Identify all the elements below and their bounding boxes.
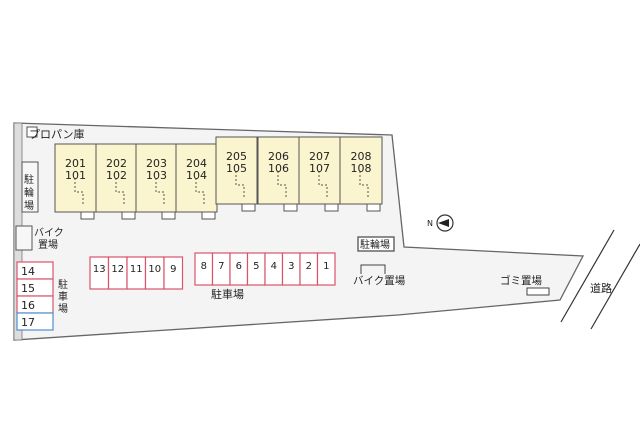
road-line-2: [590, 243, 640, 330]
bike-parking-left: [15, 225, 33, 251]
parking-center-label: 駐車場: [211, 287, 244, 301]
unit-label-lower: 107: [309, 162, 330, 175]
bicycle-parking-left: [21, 161, 39, 213]
unit-block: [298, 136, 341, 205]
unit-label-upper: 203: [146, 157, 167, 170]
bicycle-right-label: 駐輪場: [360, 238, 390, 251]
unit-label-upper: 202: [106, 157, 127, 170]
parking-number: 16: [21, 299, 35, 312]
propane-label: プロパン庫: [29, 127, 85, 141]
parking-number: 9: [170, 264, 176, 275]
unit-label-lower: 103: [146, 169, 167, 182]
parking-number: 3: [288, 261, 294, 272]
parking-number: 17: [21, 316, 35, 329]
parking-number: 11: [130, 264, 143, 275]
stair-line: [115, 178, 125, 204]
balcony-tab: [283, 203, 298, 212]
parking-number: 5: [253, 261, 259, 272]
unit-label-lower: 105: [226, 162, 247, 175]
unit-label-lower: 101: [65, 169, 86, 182]
garbage-box: [526, 287, 550, 296]
unit-label-upper: 204: [186, 157, 207, 170]
unit-label-lower: 108: [351, 162, 372, 175]
bike-right-label: バイク置場: [353, 274, 406, 287]
unit-block: [339, 136, 383, 205]
parking-number: 8: [201, 261, 207, 272]
unit-label-upper: 201: [65, 157, 86, 170]
stair-line: [74, 178, 84, 204]
garbage-label: ゴミ置場: [500, 274, 542, 287]
parking-number: 12: [111, 264, 124, 275]
stair-line: [235, 171, 245, 197]
parking-row-left: 13 12 11 10 9: [89, 256, 184, 290]
balcony-tab: [161, 211, 176, 220]
unit-label-upper: 206: [268, 150, 289, 163]
parking-space: [316, 252, 336, 286]
unit-block: [215, 136, 258, 205]
stair-line: [318, 171, 328, 197]
svg-text:N: N: [427, 219, 433, 228]
parking-side-label-1: 駐: [58, 278, 68, 291]
bike-left-label-2: 置場: [38, 238, 58, 251]
bike-left-label-1: バイク: [34, 227, 64, 239]
parking-number: 2: [306, 261, 312, 272]
balcony-tab: [241, 203, 256, 212]
propane-store: [26, 126, 38, 138]
balcony-tab: [201, 211, 216, 220]
unit-label-lower: 102: [106, 169, 127, 182]
bicycle-parking-right: [357, 236, 395, 252]
unit-label-lower: 106: [268, 162, 289, 175]
bike-parking-right: [360, 264, 386, 274]
parking-number: 14: [21, 265, 35, 278]
bicycle-left-label-3: 場: [24, 199, 34, 212]
stair-line: [195, 178, 205, 204]
stair-line: [155, 178, 165, 204]
parking-number: 13: [93, 264, 106, 275]
parking-side-label-2: 車: [58, 290, 68, 303]
apartment-building: 2011012021022031032041042051052061062071…: [54, 136, 383, 220]
parking-number: 4: [271, 261, 277, 272]
stair-line: [359, 171, 369, 197]
parking-column-left: 14 15 16 17: [16, 261, 54, 331]
parking-number: 10: [148, 264, 161, 275]
bicycle-left-label-1: 駐: [24, 173, 34, 186]
balcony-tab: [80, 211, 95, 220]
parking-number: 6: [236, 261, 242, 272]
parking-space: [16, 312, 54, 331]
unit-label-upper: 207: [309, 150, 330, 163]
balcony-tab: [366, 203, 381, 212]
road-line-1: [560, 229, 615, 323]
parking-number: 1: [323, 261, 329, 272]
bicycle-left-label-2: 輪: [24, 186, 34, 199]
parking-side-label-3: 場: [58, 302, 68, 315]
road-label: 道路: [590, 281, 612, 295]
balcony-tab: [324, 203, 339, 212]
unit-label-upper: 208: [351, 150, 372, 163]
unit-label-lower: 104: [186, 169, 207, 182]
north-arrow-icon: N: [427, 214, 454, 232]
parking-space: [163, 256, 184, 290]
parking-number: 15: [21, 282, 35, 295]
parking-number: 7: [218, 261, 224, 272]
stair-line: [277, 171, 287, 197]
balcony-tab: [121, 211, 136, 220]
unit-label-upper: 205: [226, 150, 247, 163]
